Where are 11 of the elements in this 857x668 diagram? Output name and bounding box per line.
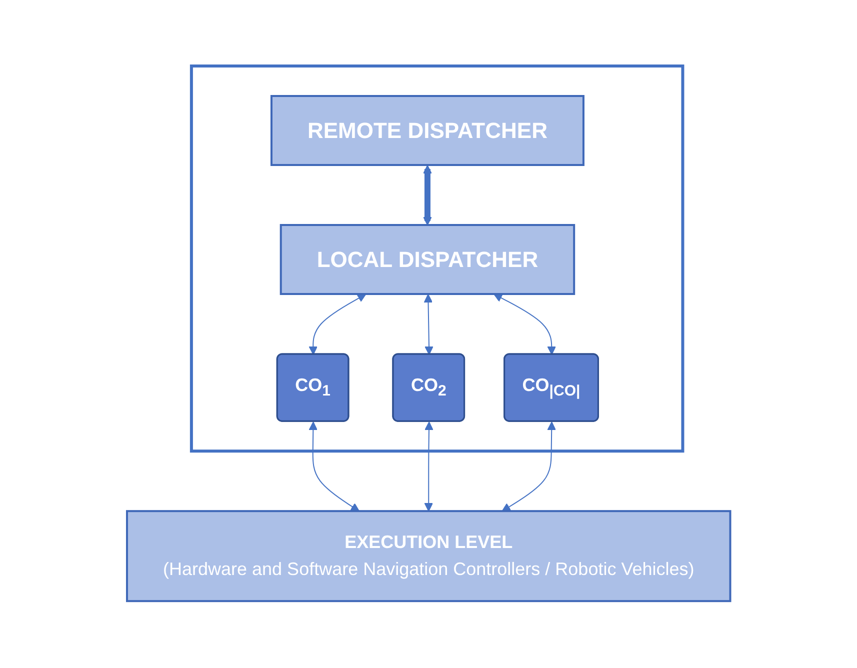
node-box: EXECUTION LEVEL (Hardware and Software Navigation Controllers / Robotic Vehicles) xyxy=(126,510,732,603)
arrow xyxy=(308,422,360,512)
arrow xyxy=(424,422,434,512)
arrow xyxy=(494,294,556,356)
arrow xyxy=(424,294,434,356)
arrow xyxy=(422,165,432,226)
node-box: REMOTE DISPATCHER xyxy=(270,95,584,166)
arrow xyxy=(502,422,556,512)
cluster xyxy=(190,64,684,454)
arrow xyxy=(308,294,366,356)
node-box: LOCAL DISPATCHER xyxy=(280,224,575,296)
